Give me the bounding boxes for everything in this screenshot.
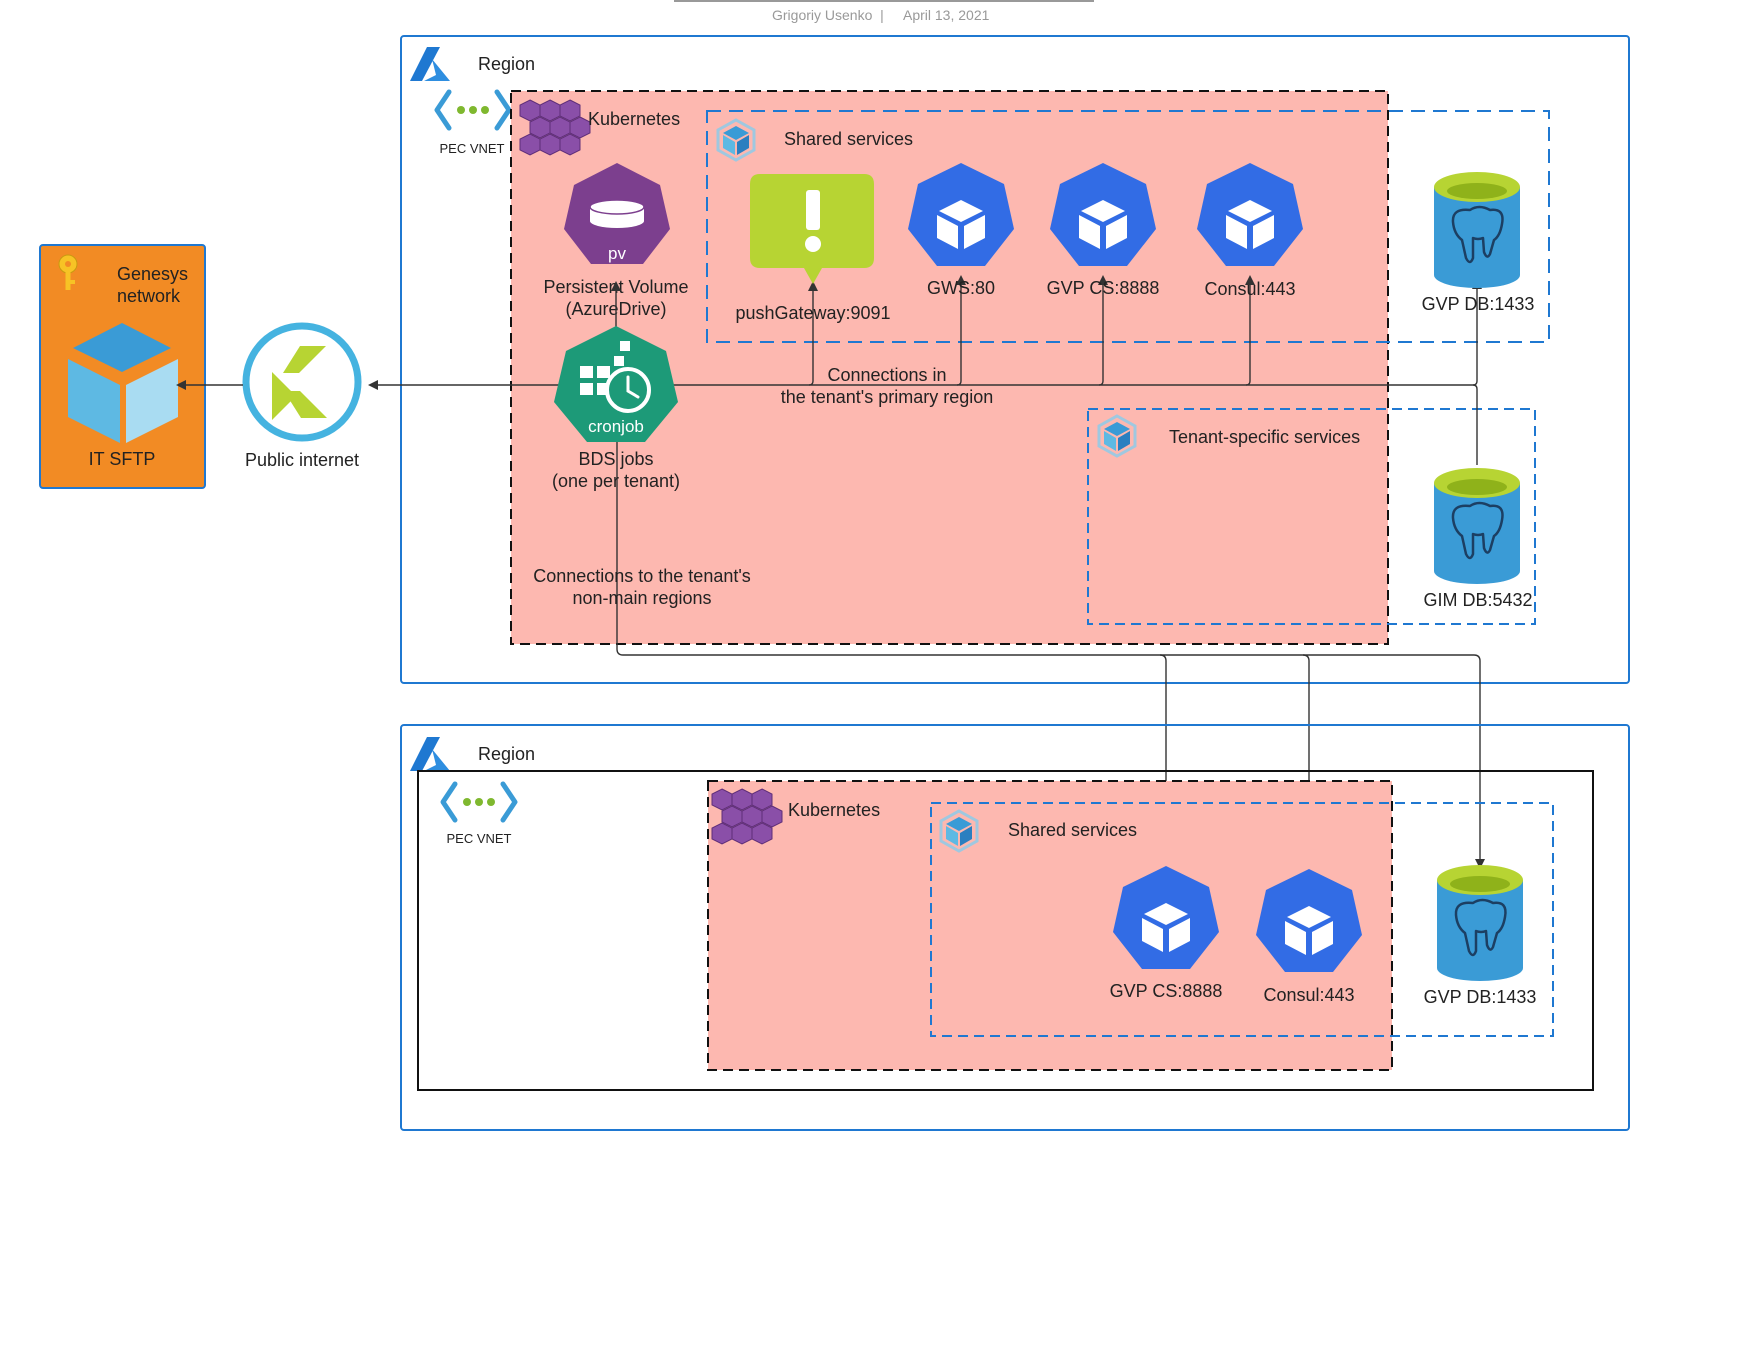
conn-primary-line2: the tenant's primary region [781,387,994,407]
region2-vnet-icon [440,781,518,823]
region2-consul-label: Consul:443 [1263,985,1354,1005]
shared-services-cube-icon [716,118,756,162]
region2-azure-logo-icon [410,737,450,771]
region2-frame[interactable] [400,724,1630,1131]
region2-title: Region [478,744,535,764]
bds-label-line2: (one per tenant) [552,471,680,491]
region2-shared-services-cube-icon [939,809,979,853]
vnet-icon [434,89,512,131]
region2-consul-service-icon[interactable] [1256,869,1362,972]
region2-gvp-cs-service-icon[interactable] [1113,866,1219,969]
gvp-cs-service-icon[interactable] [1050,163,1156,266]
region1-tenant-services[interactable] [1087,408,1536,625]
region1-title: Region [478,54,535,74]
region1-shared-services[interactable] [706,110,1550,343]
consul-label: Consul:443 [1204,279,1295,299]
key-icon [58,254,78,290]
header-date: April 13, 2021 [903,7,990,23]
genesys-title-line1: Genesys [117,264,188,284]
cronjob-glyph: cronjob [588,417,644,436]
azure-logo-icon [410,47,450,81]
gvp-db-label: GVP DB:1433 [1422,294,1535,314]
region2-kubernetes-cluster-icon [711,788,783,845]
bds-label-line1: BDS jobs [578,449,653,469]
gws-label: GWS:80 [927,278,995,298]
conn-primary-line1: Connections in [827,365,946,385]
region1-frame[interactable] [400,35,1630,684]
sftp-cube-icon [68,323,178,443]
sftp-label: IT SFTP [89,449,156,469]
alert-icon[interactable] [750,174,874,284]
region2-kubernetes-label: Kubernetes [788,800,880,820]
gim-db-label: GIM DB:5432 [1423,590,1532,610]
connector-lines [176,275,1485,872]
conn-other-line1: Connections to the tenant's [533,566,751,586]
push-gateway-label: pushGateway:9091 [735,303,890,323]
gvp-cs-label: GVP CS:8888 [1047,278,1160,298]
region2-gvp-db-icon[interactable] [1437,865,1523,981]
genesys-title-line2: network [117,286,181,306]
region2-shared-services-label: Shared services [1008,820,1137,840]
header-separator: | [880,7,884,23]
pv-icon[interactable] [564,163,670,264]
header-author: Grigoriy Usenko [772,7,873,23]
region2-shared-services[interactable] [930,802,1554,1037]
bds-to-region2-gvp-db-connector [1303,654,1485,869]
gws-service-icon[interactable] [908,163,1014,266]
region1-tenant-services-label: Tenant-specific services [1169,427,1360,447]
cronjob-icon[interactable] [554,326,678,442]
pv-glyph: pv [608,244,626,263]
remote-connection-icon[interactable] [242,322,362,442]
public-internet-label: Public internet [245,450,359,470]
region2-vnet-label: PEC VNET [446,831,511,846]
region2-vnet-frame[interactable] [417,770,1594,1091]
gvp-db-icon[interactable] [1434,172,1520,288]
region1-vnet-label: PEC VNET [439,141,504,156]
bds-to-gim-db-connector [1472,384,1478,465]
bds-to-region2-gvp-cs-connector [616,425,1171,869]
consul-service-icon[interactable] [1197,163,1303,266]
region1-shared-services-label: Shared services [784,129,913,149]
region2-gvp-db-label: GVP DB:1433 [1424,987,1537,1007]
region1-kubernetes-label: Kubernetes [588,109,680,129]
region2-gvp-cs-label: GVP CS:8888 [1110,981,1223,1001]
conn-other-line2: non-main regions [572,588,711,608]
kubernetes-cluster-icon [519,99,591,156]
tenant-services-cube-icon [1097,414,1137,458]
gim-db-icon[interactable] [1434,468,1520,584]
